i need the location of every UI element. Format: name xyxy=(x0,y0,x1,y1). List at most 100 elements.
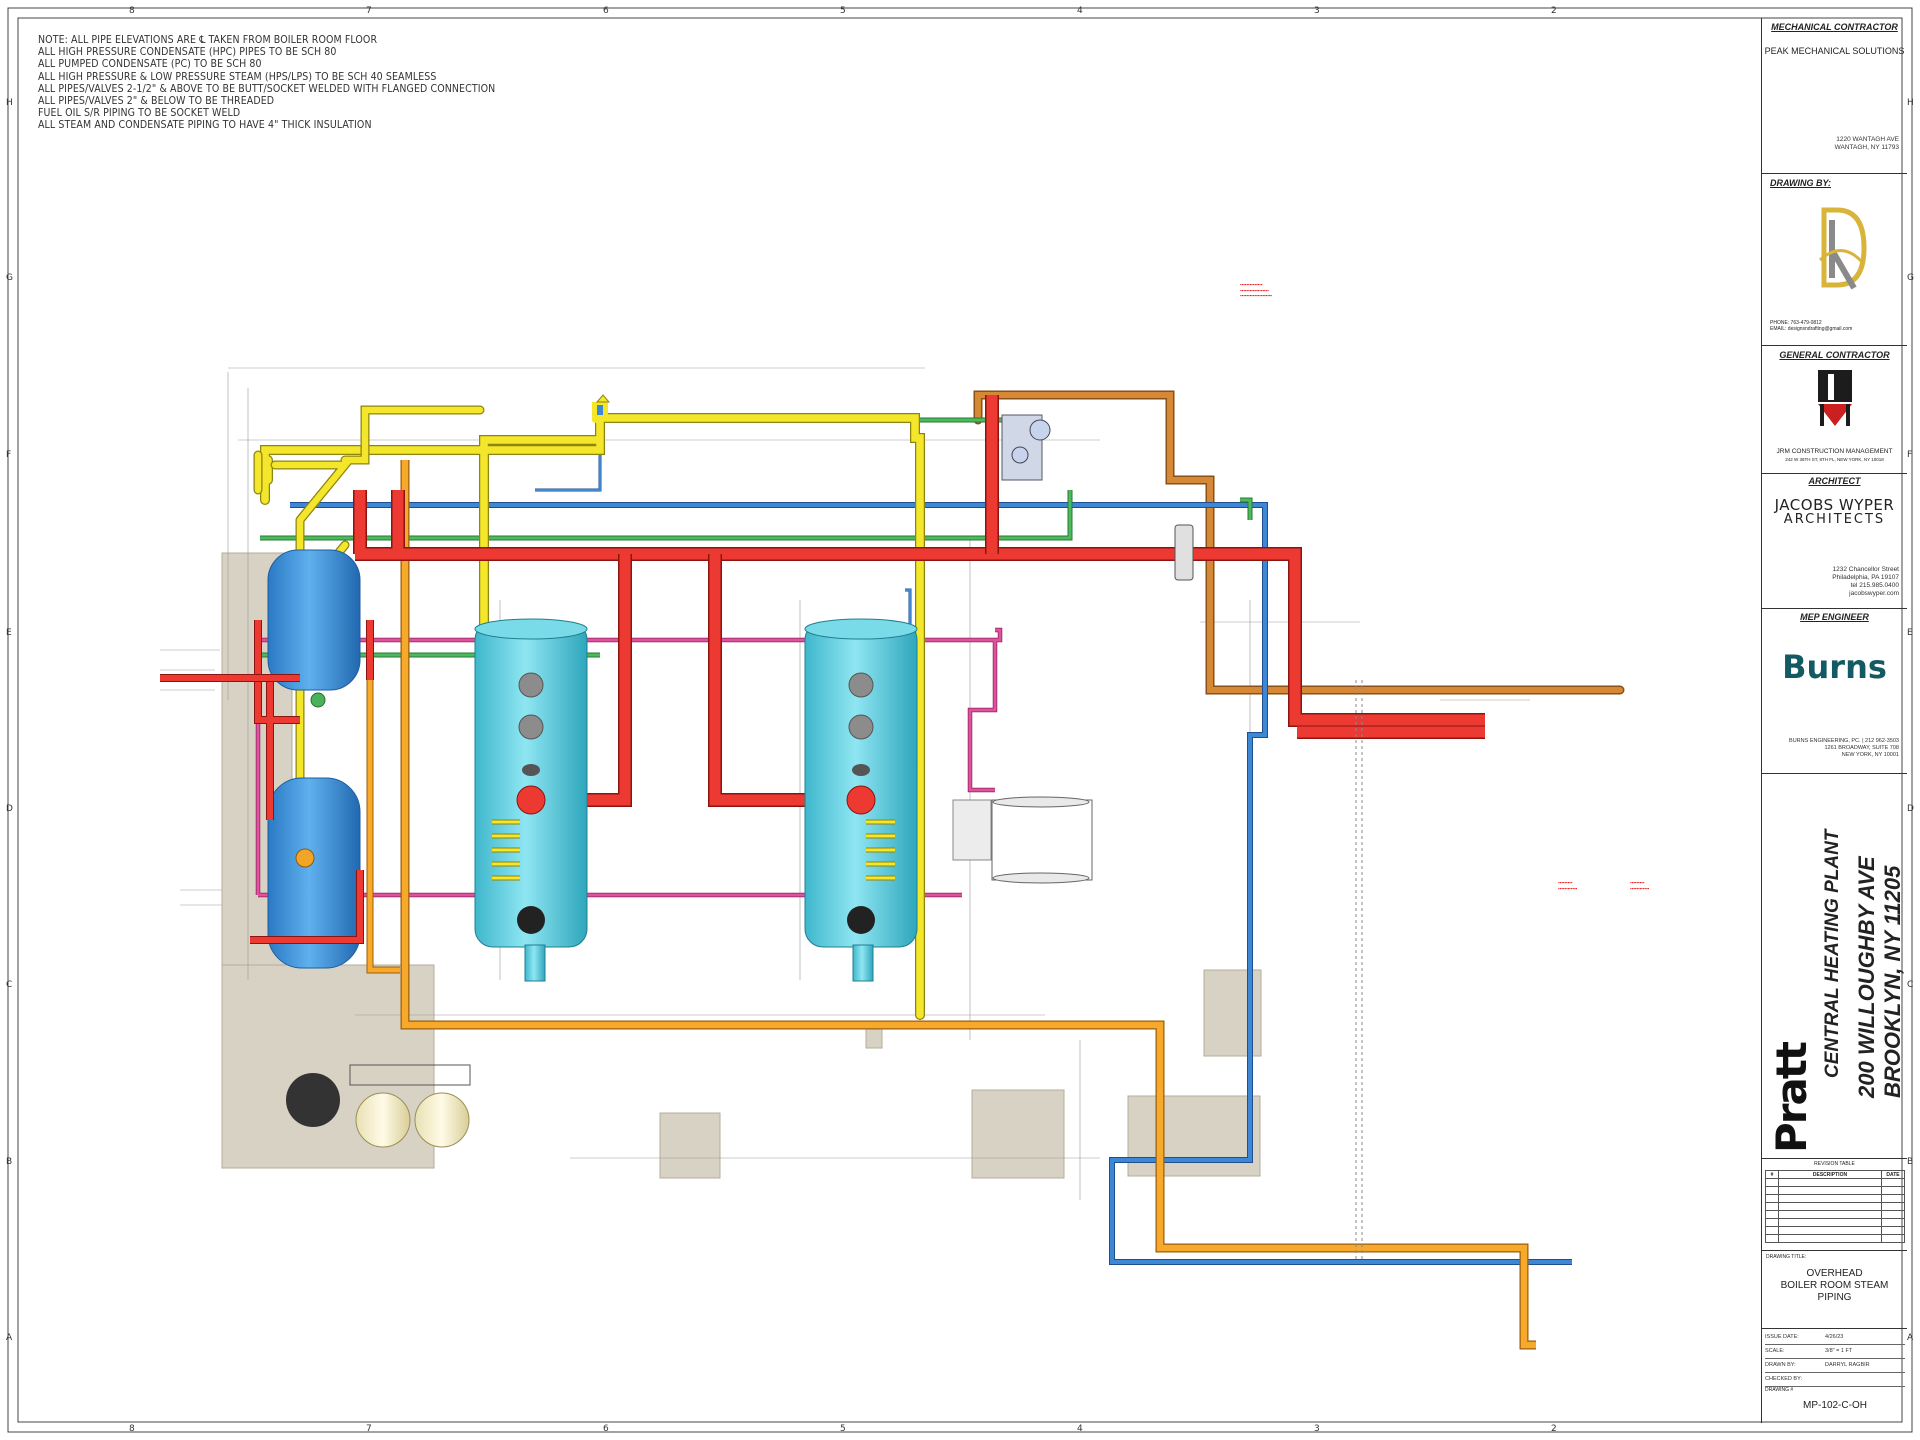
project-info: Pratt CENTRAL HEATING PLANT 200 WILLOUGH… xyxy=(1762,778,1907,1158)
boiler-b2 xyxy=(804,618,918,982)
project-address-1: 200 WILLOUGHBY AVE xyxy=(1854,856,1879,1098)
divider xyxy=(1762,773,1907,774)
magenta-pipe xyxy=(255,627,1003,898)
note-line: ALL HIGH PRESSURE & LOW PRESSURE STEAM (… xyxy=(38,70,437,83)
table-row xyxy=(1765,1210,1905,1219)
drawing-title-line: BOILER ROOM STEAM xyxy=(1780,1280,1889,1291)
contact-line: EMAIL: designsndrafting@gmail.com xyxy=(1770,326,1853,332)
grid-row-e-right: E xyxy=(1907,628,1913,638)
vent-stack xyxy=(595,394,611,415)
grid-col-8-top: 8 xyxy=(129,6,135,16)
green-pipe xyxy=(258,417,1253,658)
deaerator-tanks xyxy=(267,549,361,969)
contact-line: PHONE: 763-479-0812 xyxy=(1770,320,1822,326)
address-line: Philadelphia, PA 19107 xyxy=(1832,574,1899,581)
divider xyxy=(1762,1328,1907,1329)
grid-row-a-left: A xyxy=(6,1333,13,1343)
red-annotation: ▪▪▪▪▪▪▪▪▪▪▪▪▪▪▪▪▪▪▪▪▪ xyxy=(1630,880,1650,891)
burns-logo: Burns xyxy=(1782,648,1887,686)
divider xyxy=(1762,173,1907,174)
red-steam-pipe xyxy=(160,395,1485,944)
grid-row-e-left: E xyxy=(6,628,12,638)
project-name: CENTRAL HEATING PLANT xyxy=(1822,829,1843,1078)
storage-tanks xyxy=(286,1064,471,1148)
red-annotation: ▪▪▪▪▪▪▪▪▪▪▪▪▪▪▪▪▪▪▪▪▪ xyxy=(1558,880,1578,891)
grid-row-h-right: H xyxy=(1907,98,1914,108)
drawing-by-contact: PHONE: 763-479-0812 EMAIL: designsndraft… xyxy=(1770,320,1852,332)
mep-address: BURNS ENGINEERING, PC. | 212 962-3503 12… xyxy=(1762,738,1907,759)
grid-col-4-top: 4 xyxy=(1077,6,1083,16)
grid-col-7-bottom: 7 xyxy=(366,1424,372,1434)
drawn-by-label: DRAWN BY: xyxy=(1765,1362,1796,1368)
valve-station xyxy=(1001,414,1194,581)
grid-col-3-bottom: 3 xyxy=(1314,1424,1320,1434)
address-line: 1261 BROADWAY, SUITE 708 xyxy=(1824,745,1900,751)
grid-row-d-right: D xyxy=(1907,804,1914,814)
address-line: BURNS ENGINEERING, PC. | 212 962-3503 xyxy=(1789,738,1899,744)
address-line: NEW YORK, NY 10001 xyxy=(1841,752,1899,758)
grid-row-g-right: G xyxy=(1907,273,1914,283)
table-row xyxy=(1765,1226,1905,1235)
drawing-number-label: DRAWING # xyxy=(1765,1387,1794,1393)
note-line: FUEL OIL S/R PIPING TO BE SOCKET WELD xyxy=(38,107,241,120)
architect-heading: ARCHITECT xyxy=(1808,476,1861,486)
grid-col-2-bottom: 2 xyxy=(1551,1424,1557,1434)
note-line: ALL STEAM AND CONDENSATE PIPING TO HAVE … xyxy=(38,119,372,132)
drawing-number: MP-102-C-OH xyxy=(1803,1400,1867,1411)
heat-exchanger-unit xyxy=(952,796,1093,884)
divider xyxy=(1762,473,1907,474)
note-line: NOTE: ALL PIPE ELEVATIONS ARE ℄ TAKEN FR… xyxy=(38,34,378,46)
grid-col-6-top: 6 xyxy=(603,6,609,16)
scale-row: SCALE: 3/8" = 1 FT xyxy=(1765,1344,1905,1359)
grid-row-a-right: A xyxy=(1907,1333,1914,1343)
table-row xyxy=(1765,1218,1905,1227)
grid-row-f-right: F xyxy=(1907,450,1913,460)
concrete-pads xyxy=(221,552,1262,1179)
note-line: ALL HIGH PRESSURE CONDENSATE (HPC) PIPES… xyxy=(38,46,337,59)
grid-row-f-left: F xyxy=(6,450,12,460)
jrm-logo xyxy=(1818,370,1852,426)
address-line: WANTAGH, NY 11793 xyxy=(1834,144,1899,151)
general-contractor-address: 242 W 36TH ST, 8TH FL, NEW YORK, NY 1001… xyxy=(1785,457,1884,462)
general-contractor-heading: GENERAL CONTRACTOR xyxy=(1779,350,1890,360)
table-row xyxy=(1765,1178,1905,1187)
grid-col-2-top: 2 xyxy=(1551,6,1557,16)
checked-by-row: CHECKED BY: xyxy=(1765,1372,1905,1387)
grid-row-c-left: C xyxy=(6,980,13,990)
table-row xyxy=(1765,1194,1905,1203)
divider xyxy=(1762,608,1907,609)
grid-col-5-bottom: 5 xyxy=(840,1424,846,1434)
scale-label: SCALE: xyxy=(1765,1348,1785,1354)
issue-date-row: ISSUE DATE: 4/26/23 xyxy=(1765,1330,1905,1345)
grid-row-b-right: B xyxy=(1907,1157,1914,1167)
dr-logo xyxy=(1818,207,1867,290)
checked-by-label: CHECKED BY: xyxy=(1765,1376,1802,1382)
boiler-b1 xyxy=(474,618,588,982)
red-annotation: ▪▪▪▪▪▪▪▪▪▪▪▪▪▪▪▪▪▪▪▪▪▪▪▪▪▪▪▪▪▪▪▪▪▪▪▪▪▪▪▪… xyxy=(1240,282,1272,298)
divider xyxy=(1762,1250,1907,1251)
drawing-title: OVERHEAD BOILER ROOM STEAM PIPING xyxy=(1762,1268,1907,1304)
address-line: tel 215.985.0400 xyxy=(1850,582,1899,589)
break-lines xyxy=(1355,680,1363,1260)
drawing-title-line: OVERHEAD xyxy=(1806,1268,1863,1279)
mechanical-contractor-address: 1220 WANTAGH AVE WANTAGH, NY 11793 xyxy=(1762,136,1907,152)
divider xyxy=(1762,345,1907,346)
note-line: ALL PUMPED CONDENSATE (PC) TO BE SCH 80 xyxy=(38,58,262,71)
divider xyxy=(1762,1158,1907,1159)
grid-col-3-top: 3 xyxy=(1314,6,1320,16)
grid-col-4-bottom: 4 xyxy=(1077,1424,1083,1434)
mechanical-contractor-name: PEAK MECHANICAL SOLUTIONS xyxy=(1764,46,1905,56)
drawing-title-label: DRAWING TITLE: xyxy=(1766,1254,1807,1260)
revision-col-description: DESCRIPTION xyxy=(1778,1170,1882,1179)
address-line: jacobswyper.com xyxy=(1849,590,1899,597)
architect-name-1: JACOBS WYPER xyxy=(1774,496,1895,514)
issue-date-value: 4/26/23 xyxy=(1825,1334,1844,1340)
grid-col-5-top: 5 xyxy=(840,6,846,16)
grid-row-g-left: G xyxy=(6,273,13,283)
architect-name-2: ARCHITECTS xyxy=(1783,512,1886,527)
piping-plan xyxy=(160,367,1625,1350)
table-row xyxy=(1765,1202,1905,1211)
drawing-by-heading: DRAWING BY: xyxy=(1770,178,1832,188)
